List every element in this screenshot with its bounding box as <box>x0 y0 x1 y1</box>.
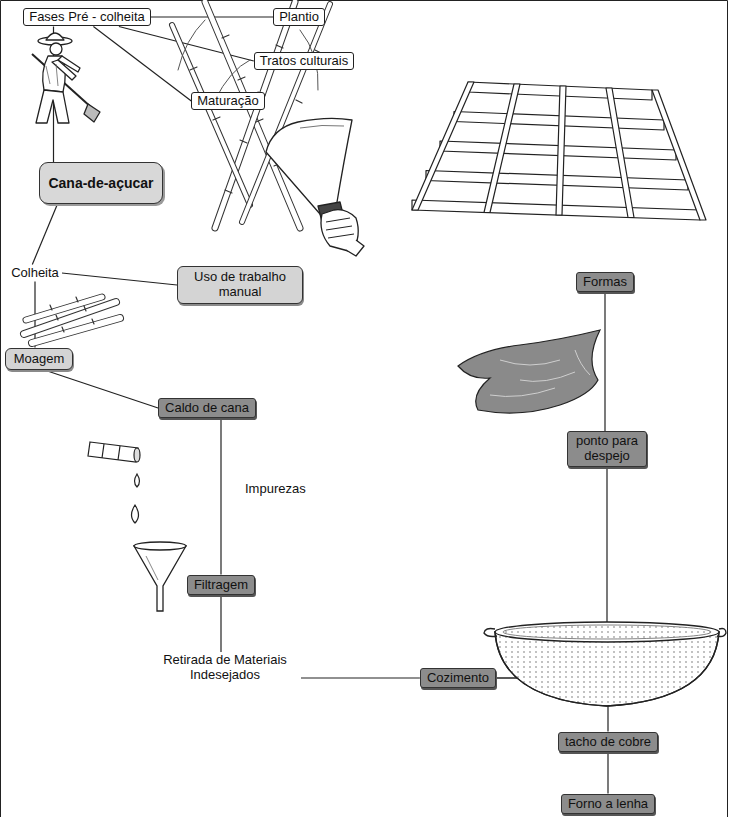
copper-pan-part <box>484 629 497 637</box>
machete-in-hand-part <box>300 125 344 128</box>
filter-funnel-part <box>134 542 186 550</box>
dripping-cane-part <box>88 442 138 462</box>
process-box: Caldo de cana <box>158 398 256 419</box>
step-text: Colheita <box>8 265 62 282</box>
copper-pan-part <box>495 632 719 706</box>
process-box: ponto para despejo <box>567 431 647 467</box>
connector-line <box>604 293 605 432</box>
filter-funnel-part <box>146 556 158 580</box>
process-box: Filtragem <box>187 575 255 596</box>
node-text: Formas <box>583 275 627 290</box>
cut-cane-pieces-part <box>32 318 120 343</box>
connector-line <box>220 596 221 653</box>
central-box: Cana-de-açucar <box>39 162 162 204</box>
node-text: ponto para despejo <box>574 434 640 464</box>
machete-in-hand-part <box>326 218 354 238</box>
filter-funnel <box>134 542 186 611</box>
node-text: Filtragem <box>194 578 248 593</box>
stage-box: Fases Pré - colheita <box>23 8 151 27</box>
connector-line <box>220 419 221 575</box>
cloth-strainer <box>458 330 600 413</box>
cut-cane-pieces <box>24 297 120 343</box>
dripping-cane-part <box>134 448 140 462</box>
step-text: Retirada de Materiais Indesejados <box>149 652 301 684</box>
node-text: Maturação <box>197 94 258 109</box>
machete-in-hand-part <box>266 118 352 214</box>
connector-line <box>46 371 158 409</box>
copper-pan-part <box>717 629 726 637</box>
mould-grid-part <box>606 88 634 218</box>
copper-pan-part <box>495 622 719 642</box>
farmer-with-hoe-part <box>84 104 100 122</box>
mould-grid-part <box>652 90 706 220</box>
cut-cane-pieces-part <box>26 297 102 320</box>
mould-grid-part <box>556 86 566 215</box>
node-text: Tratos culturais <box>260 54 348 69</box>
node-text: tacho de cobre <box>565 735 651 750</box>
cut-cane-pieces-part <box>50 297 94 332</box>
mould-grid-part <box>412 82 474 210</box>
node-text: Colheita <box>11 266 59 281</box>
process-box: Uso de trabalho manual <box>177 266 303 304</box>
process-box: Moagem <box>5 348 74 371</box>
annotation-label: Impurezas <box>243 482 308 497</box>
farmer-with-hoe <box>32 33 100 123</box>
process-box: Cozimento <box>420 668 496 689</box>
copper-pan <box>484 622 726 706</box>
node-text: Moagem <box>14 352 65 367</box>
stage-box: Maturação <box>191 92 264 111</box>
node-text: Plantio <box>279 10 319 25</box>
dripping-cane-part <box>135 474 140 487</box>
cut-cane-pieces-part <box>32 318 120 343</box>
filter-funnel-part <box>134 546 186 611</box>
dripping-cane-part <box>102 444 120 460</box>
copper-pan-part <box>495 632 719 706</box>
node-text: Cana-de-açucar <box>48 175 153 191</box>
node-text: Uso de trabalho manual <box>186 270 294 300</box>
farmer-with-hoe-part <box>46 64 58 86</box>
node-text: Forno a lenha <box>568 797 648 812</box>
farmer-with-hoe-part <box>46 33 64 40</box>
connector-line <box>62 273 177 285</box>
farmer-with-hoe-part <box>58 56 80 72</box>
copper-pan-part <box>503 625 711 639</box>
cloth-strainer-part <box>458 330 600 413</box>
dripping-cane-part <box>132 505 139 523</box>
process-box: Forno a lenha <box>561 794 655 815</box>
farmer-with-hoe-part <box>36 90 69 123</box>
machete-in-hand-part <box>346 240 364 256</box>
cut-cane-pieces-part <box>26 297 102 320</box>
process-box: tacho de cobre <box>558 732 658 753</box>
connector-line <box>607 753 608 794</box>
node-text: Cozimento <box>427 671 489 686</box>
stage-box: Tratos culturais <box>254 52 354 71</box>
node-text: Retirada de Materiais Indesejados <box>152 653 298 683</box>
dripping-cane <box>88 442 140 523</box>
cloth-strainer-part <box>490 350 590 396</box>
stage-box: Plantio <box>273 8 325 27</box>
mould-grid-part <box>484 84 520 213</box>
node-text: Caldo de cana <box>165 401 249 416</box>
connector-line <box>32 204 57 265</box>
farmer-with-hoe-part <box>50 43 62 55</box>
process-box: Formas <box>576 272 634 293</box>
node-text: Fases Pré - colheita <box>29 10 145 25</box>
connector-line <box>301 677 420 678</box>
mould-grid <box>412 82 706 220</box>
machete-in-hand <box>266 118 364 256</box>
